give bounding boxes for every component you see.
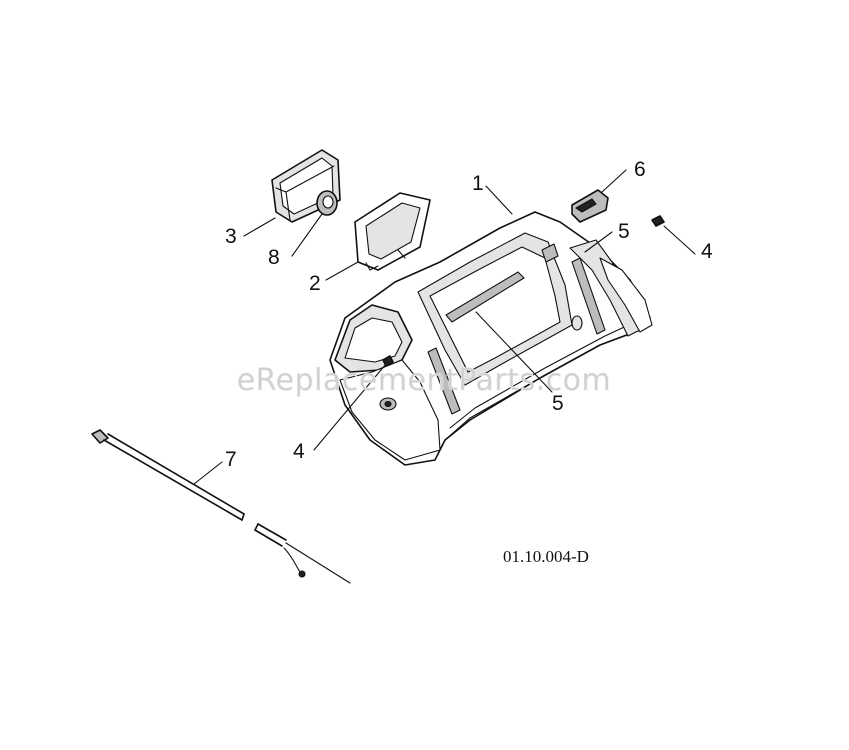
callouts: 1 2 3 4 4 5 5 6 7 8	[225, 158, 713, 471]
callout-5-bottom: 5	[552, 392, 564, 415]
callout-7: 7	[225, 448, 237, 471]
leader-lines	[193, 169, 696, 485]
callout-3: 3	[225, 225, 237, 248]
callout-8: 8	[268, 246, 280, 269]
leader-7	[193, 461, 223, 485]
callout-4-left: 4	[293, 440, 305, 463]
leader-1	[485, 185, 513, 215]
callout-4-right: 4	[701, 240, 713, 263]
console-housing-part	[329, 211, 653, 466]
drawing-code: 01.10.004-D	[503, 547, 589, 566]
plug-part-left	[382, 355, 394, 367]
callout-5-top: 5	[618, 220, 630, 243]
leader-4b	[313, 363, 387, 451]
leader-2	[325, 261, 359, 281]
watermark-text: eReplacementParts.com	[237, 363, 612, 398]
leader-5a	[584, 231, 613, 253]
leader-6	[601, 169, 627, 193]
headlight-bulb-part	[316, 190, 338, 216]
leader-5b	[475, 311, 553, 393]
plug-part-right	[651, 215, 665, 227]
lens-bezel-part	[354, 192, 431, 271]
callout-6: 6	[634, 158, 646, 181]
wire-harness-part	[91, 429, 351, 584]
callout-2: 2	[309, 272, 321, 295]
switch-part	[571, 189, 609, 223]
callout-1: 1	[472, 172, 484, 195]
leader-3	[243, 217, 276, 237]
leader-8	[291, 213, 323, 257]
leader-4a	[663, 225, 696, 255]
